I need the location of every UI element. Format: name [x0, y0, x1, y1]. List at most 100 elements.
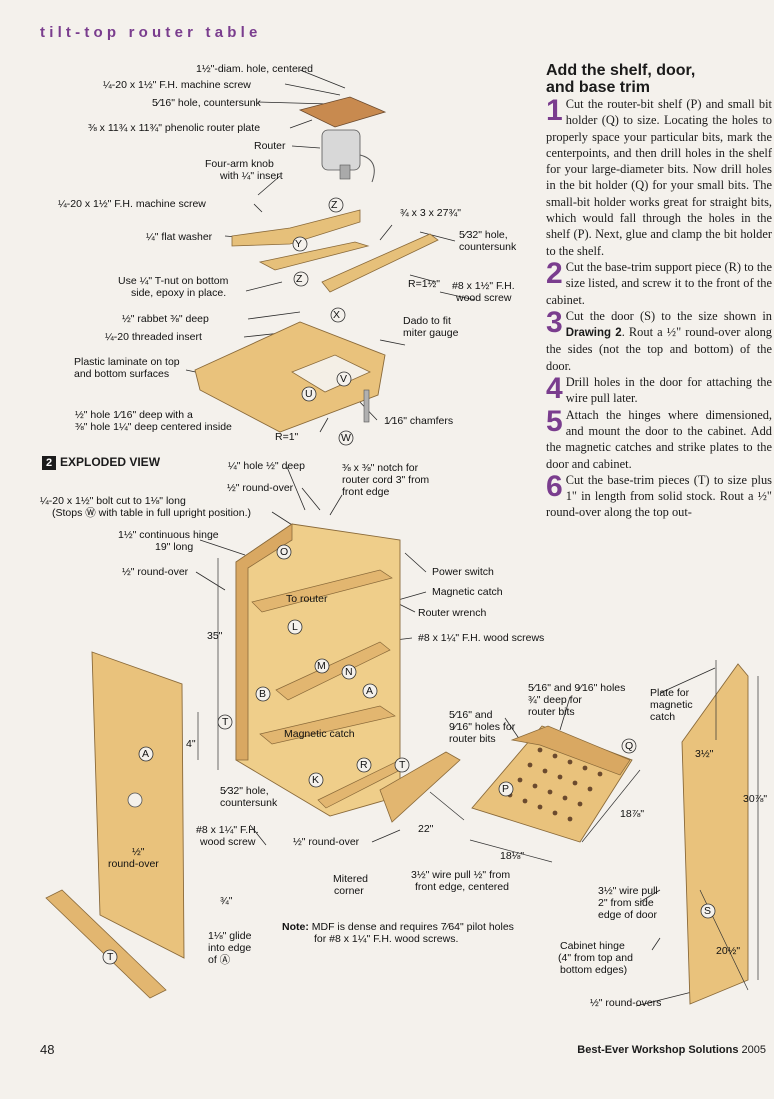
callout-label: wood screw: [456, 292, 512, 304]
step-number: 4: [546, 372, 563, 406]
drawing-ref: Drawing 2: [565, 327, 622, 340]
callout-label: 3½" wire pull ½" from: [411, 869, 511, 881]
callout-label: router bits: [449, 733, 496, 745]
dimension-label: 35": [207, 630, 223, 642]
callout-label: Power switch: [432, 566, 494, 578]
callout-label: into edge: [208, 942, 252, 954]
part-letter: T: [399, 759, 406, 771]
heading-line-1: Add the shelf, door,: [546, 62, 696, 79]
callout-label: ¼-20 x 1½" F.H. machine screw: [58, 198, 206, 210]
callout-label: Router: [254, 140, 286, 152]
callout-label: 5⁄16" and 9⁄16" holes: [528, 682, 626, 694]
dimension-label: 18⅛": [500, 850, 525, 862]
callout-label: wood screw: [200, 836, 256, 848]
callout-label: 1½"-diam. hole, centered: [196, 63, 313, 75]
dimension-label: 3½": [695, 748, 714, 760]
callout-label: and bottom surfaces: [74, 368, 170, 380]
step-number: 6: [546, 469, 563, 503]
step-number: 2: [546, 256, 563, 290]
callout-label: ½": [132, 846, 145, 858]
dimension-label: 30⅞": [743, 793, 768, 805]
step-text: Cut the base-trim pieces (T) to size plu…: [546, 472, 772, 520]
publication-footer: Best-Ever Workshop Solutions 2005: [577, 1044, 766, 1056]
callout-label: ¼-20 x 1½" F.H. machine screw: [103, 79, 251, 91]
callout-label: 1½" continuous hinge: [118, 529, 219, 541]
part-letter: P: [502, 783, 510, 795]
heading-line-2: and base trim: [546, 79, 651, 96]
callout-label: #8 x 1¼" F.H.: [196, 824, 259, 836]
callout-label: 3½" wire pull: [598, 885, 658, 897]
callout-label: Magnetic catch: [284, 728, 355, 740]
article-heading: Add the shelf, door,and base trim: [546, 62, 772, 96]
step-text: Drill holes in the door for attaching th…: [565, 375, 772, 406]
step-text: . Rout a ½" round-over along the sides (…: [546, 325, 772, 373]
part-letter: O: [280, 546, 289, 558]
part-letter: U: [305, 388, 313, 400]
part-letter: R: [360, 759, 368, 771]
callout-label: countersunk: [459, 241, 517, 253]
dimension-label: 18⅞": [620, 808, 645, 820]
publication-name: Best-Ever Workshop Solutions: [577, 1044, 739, 1056]
callout-label: 5⁄16" hole, countersunk: [152, 97, 261, 109]
callout-label: ½" round-overs: [590, 997, 662, 1009]
callout-label: Use ¼" T-nut on bottom: [118, 275, 229, 287]
callout-label: miter gauge: [403, 327, 459, 339]
part-letter: V: [340, 373, 348, 385]
page-number: 48: [40, 1042, 55, 1057]
note-text-2: for #8 x 1¼" F.H. wood screws.: [314, 933, 459, 945]
callout-label: router cord 3" from: [342, 474, 430, 486]
callout-label: R=1½": [408, 278, 441, 290]
callout-label: ¼-20 x 1½" bolt cut to 1⅛" long: [40, 495, 186, 507]
dimension-label: 22": [418, 823, 434, 835]
part-letter: S: [704, 905, 712, 917]
callout-label: catch: [650, 711, 676, 723]
part-letter: K: [312, 774, 320, 786]
part-letter: A: [366, 685, 374, 697]
callout-label: Mitered: [333, 873, 369, 885]
step-text: Attach the hinges where dimensioned, and…: [546, 407, 772, 471]
note: Note: MDF is dense and requires 7⁄64" pi…: [282, 921, 514, 933]
callout-label: round-over: [108, 858, 159, 870]
callout-label: 5⁄32" hole,: [220, 785, 269, 797]
callout-label: of Ⓐ: [208, 954, 231, 966]
callout-label: ¼" flat washer: [146, 231, 213, 243]
part-letter: X: [333, 309, 341, 321]
callout-label: 9⁄16" holes for: [449, 721, 516, 733]
callout-label: ¼-20 threaded insert: [105, 331, 202, 343]
callout-label: 19" long: [155, 541, 194, 553]
callout-label: ½" round-over: [227, 482, 294, 494]
part-letter: T: [107, 951, 114, 963]
part-letter: M: [317, 660, 326, 672]
callout-label: (Stops Ⓦ with table in full upright posi…: [52, 507, 252, 519]
part-letter: T: [222, 716, 229, 728]
callout-label: 1⅛" glide: [208, 930, 252, 942]
callout-label: 2" from side: [598, 897, 654, 909]
step-text: Cut the router-bit shelf (P) and small b…: [546, 97, 772, 258]
part-letter: L: [292, 621, 298, 633]
callout-label: ½" rabbet ⅜" deep: [122, 313, 209, 325]
exploded-view-label: EXPLODED VIEW: [60, 455, 161, 469]
part-letter: Q: [625, 740, 634, 752]
callout-label: 1⁄16" chamfers: [384, 415, 454, 427]
callout-label: magnetic: [650, 699, 693, 711]
step-number: 3: [546, 305, 563, 339]
part-letter: Y: [295, 238, 303, 250]
callout-label: #8 x 1½" F.H.: [452, 280, 515, 292]
callout-label: ⅜" hole 1¼" deep centered inside: [75, 421, 232, 433]
callout-label: with ¼" insert: [220, 170, 283, 182]
callout-label: side, epoxy in place.: [131, 287, 227, 299]
part-letter: W: [341, 432, 351, 444]
callout-label: 5⁄32" hole,: [459, 229, 508, 241]
callout-label: Four-arm knob: [205, 158, 274, 170]
callout-label: R=1": [275, 431, 299, 443]
callout-label: ⅜ x 11¾ x 11¾" phenolic router plate: [88, 122, 261, 134]
callout-label: ¾" deep for: [528, 694, 582, 706]
